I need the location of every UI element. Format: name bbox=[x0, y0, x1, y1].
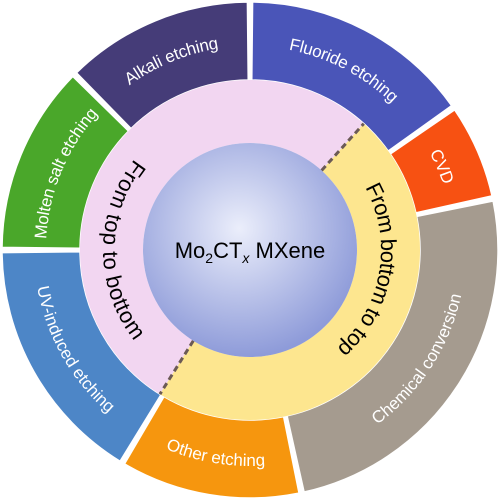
outer-segment-uv-induced-etching bbox=[1, 251, 162, 463]
inner-ring-dividers bbox=[158, 122, 365, 395]
inner-divider-1 bbox=[320, 122, 365, 172]
center-title: Mo2CTx MXene bbox=[175, 238, 326, 266]
center-circle bbox=[143, 143, 357, 357]
inner-ring bbox=[79, 79, 420, 420]
inner-segment-top-down bbox=[79, 79, 364, 395]
inner-segment-bottom-up bbox=[159, 123, 420, 420]
inner-divider-2 bbox=[158, 339, 195, 395]
